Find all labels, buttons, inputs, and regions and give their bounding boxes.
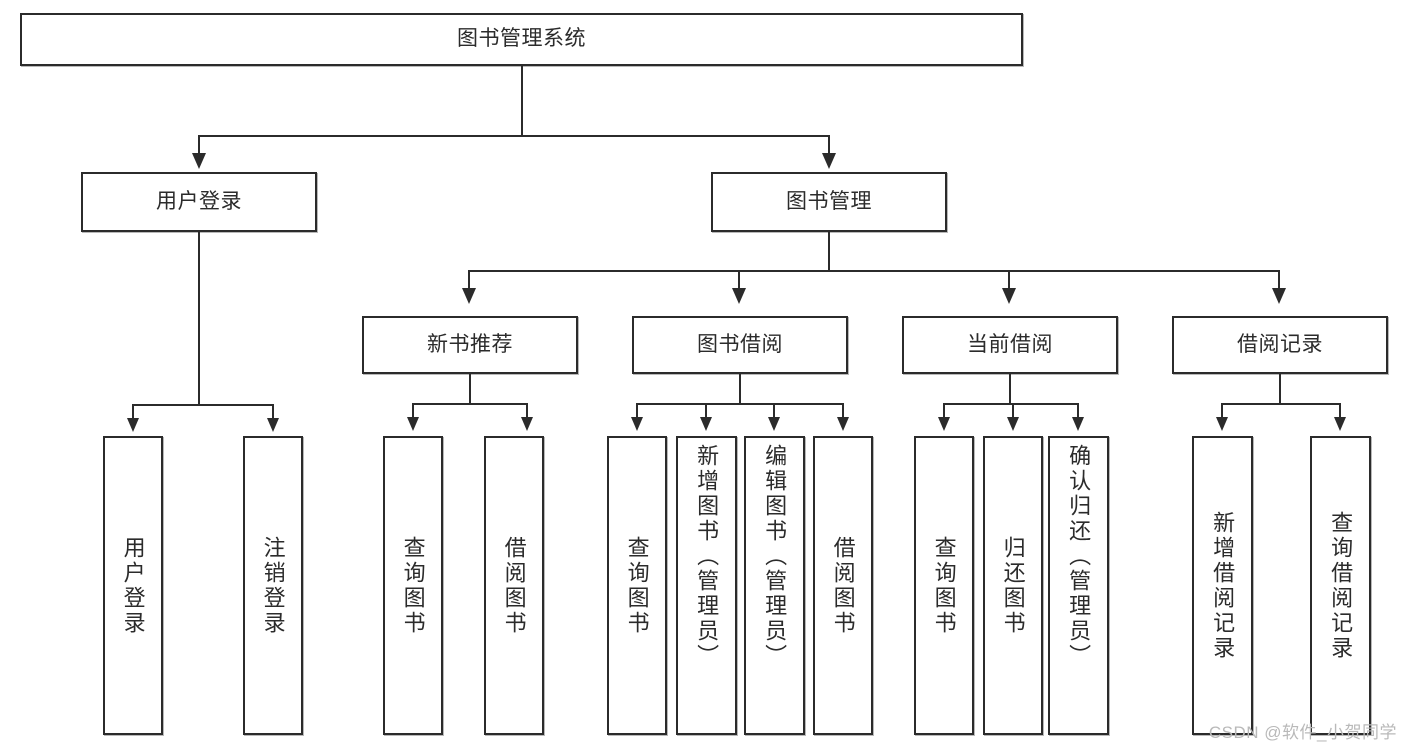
leaf-logout[interactable]: 注销登录 <box>243 436 303 735</box>
leaf-confirm-return-label: 确认归还（管理员） <box>1066 444 1092 669</box>
arrowhead-leaf-query-book-1 <box>407 417 419 431</box>
leaf-borrow-book-1-label: 借阅图书 <box>501 535 527 636</box>
leaf-query-book-2[interactable]: 查询图书 <box>607 436 667 735</box>
node-book-borrow-label: 图书借阅 <box>697 332 783 356</box>
connector-bb-stem <box>739 374 741 404</box>
leaf-query-record[interactable]: 查询借阅记录 <box>1310 436 1371 735</box>
node-root-label: 图书管理系统 <box>457 27 586 51</box>
node-new-book-rec-label: 新书推荐 <box>427 332 513 356</box>
leaf-query-book-1-label: 查询图书 <box>400 535 426 636</box>
connector-bm-branch-2 <box>738 270 740 292</box>
connector-bb-branch-4 <box>842 403 844 419</box>
leaf-query-record-label: 查询借阅记录 <box>1328 510 1354 661</box>
connector-bm-branch-1 <box>468 270 470 292</box>
connector-user-login-bus <box>132 404 274 406</box>
arrowhead-leaf-edit-book <box>768 417 780 431</box>
connector-bb-branch-2 <box>705 403 707 419</box>
connector-book-manage-stem <box>828 232 830 271</box>
leaf-edit-book[interactable]: 编辑图书（管理员） <box>744 436 805 735</box>
connector-root-stem <box>521 66 523 135</box>
arrowhead-current-borrow <box>1002 288 1016 304</box>
leaf-add-record-label: 新增借阅记录 <box>1210 510 1236 661</box>
connector-nbr-branch-1 <box>412 403 414 419</box>
leaf-add-book[interactable]: 新增图书（管理员） <box>676 436 737 735</box>
connector-br-branch-1 <box>1221 403 1223 419</box>
connector-cb-branch-3 <box>1077 403 1079 419</box>
arrowhead-leaf-query-book-3 <box>938 417 950 431</box>
leaf-query-book-3[interactable]: 查询图书 <box>914 436 974 735</box>
arrowhead-book-borrow <box>732 288 746 304</box>
connector-nbr-stem <box>469 374 471 404</box>
leaf-borrow-book-2[interactable]: 借阅图书 <box>813 436 873 735</box>
connector-bb-bus <box>636 403 844 405</box>
arrowhead-new-book-rec <box>462 288 476 304</box>
connector-cb-branch-2 <box>1012 403 1014 419</box>
arrowhead-leaf-confirm-return <box>1072 417 1084 431</box>
connector-br-bus <box>1221 403 1341 405</box>
connector-cb-stem <box>1009 374 1011 404</box>
connector-bb-branch-3 <box>773 403 775 419</box>
arrowhead-leaf-query-book-2 <box>631 417 643 431</box>
connector-root-bus <box>198 135 830 137</box>
node-book-borrow[interactable]: 图书借阅 <box>632 316 848 374</box>
connector-user-login-branch-2 <box>272 404 274 420</box>
arrowhead-book-manage <box>822 153 836 169</box>
arrowhead-leaf-return-book <box>1007 417 1019 431</box>
node-current-borrow[interactable]: 当前借阅 <box>902 316 1118 374</box>
leaf-return-book-label: 归还图书 <box>1000 535 1026 636</box>
node-user-login[interactable]: 用户登录 <box>81 172 317 232</box>
leaf-query-book-2-label: 查询图书 <box>624 535 650 636</box>
connector-br-stem <box>1279 374 1281 404</box>
connector-bm-branch-4 <box>1278 270 1280 292</box>
connector-user-login-stem <box>198 232 200 405</box>
leaf-query-book-3-label: 查询图书 <box>931 535 957 636</box>
leaf-user-login-label: 用户登录 <box>120 535 146 636</box>
connector-user-login-branch-1 <box>132 404 134 420</box>
node-user-login-label: 用户登录 <box>156 189 242 213</box>
arrowhead-leaf-query-record <box>1334 417 1346 431</box>
connector-bm-branch-3 <box>1008 270 1010 292</box>
arrowhead-leaf-borrow-book-1 <box>521 417 533 431</box>
arrowhead-leaf-add-book <box>700 417 712 431</box>
node-book-manage-label: 图书管理 <box>786 189 872 213</box>
node-borrow-record-label: 借阅记录 <box>1237 332 1323 356</box>
connector-root-to-user-login <box>198 135 200 157</box>
arrowhead-user-login <box>192 153 206 169</box>
arrowhead-leaf-borrow-book-2 <box>837 417 849 431</box>
leaf-return-book[interactable]: 归还图书 <box>983 436 1043 735</box>
arrowhead-leaf-user-login <box>127 418 139 432</box>
connector-cb-branch-1 <box>943 403 945 419</box>
connector-cb-bus <box>943 403 1079 405</box>
connector-nbr-branch-2 <box>526 403 528 419</box>
connector-nbr-bus <box>412 403 528 405</box>
leaf-user-login[interactable]: 用户登录 <box>103 436 163 735</box>
node-book-manage[interactable]: 图书管理 <box>711 172 947 232</box>
connector-book-manage-bus <box>468 270 1280 272</box>
leaf-borrow-book-1[interactable]: 借阅图书 <box>484 436 544 735</box>
leaf-edit-book-label: 编辑图书（管理员） <box>762 444 788 669</box>
leaf-borrow-book-2-label: 借阅图书 <box>830 535 856 636</box>
connector-br-branch-2 <box>1339 403 1341 419</box>
arrowhead-leaf-logout <box>267 418 279 432</box>
arrowhead-borrow-record <box>1272 288 1286 304</box>
leaf-logout-label: 注销登录 <box>260 535 286 636</box>
leaf-query-book-1[interactable]: 查询图书 <box>383 436 443 735</box>
arrowhead-leaf-add-record <box>1216 417 1228 431</box>
node-borrow-record[interactable]: 借阅记录 <box>1172 316 1388 374</box>
leaf-add-book-label: 新增图书（管理员） <box>694 444 720 669</box>
node-new-book-rec[interactable]: 新书推荐 <box>362 316 578 374</box>
leaf-confirm-return[interactable]: 确认归还（管理员） <box>1048 436 1109 735</box>
leaf-add-record[interactable]: 新增借阅记录 <box>1192 436 1253 735</box>
node-current-borrow-label: 当前借阅 <box>967 332 1053 356</box>
connector-bb-branch-1 <box>636 403 638 419</box>
node-root[interactable]: 图书管理系统 <box>20 13 1023 66</box>
connector-root-to-book-manage <box>828 135 830 157</box>
